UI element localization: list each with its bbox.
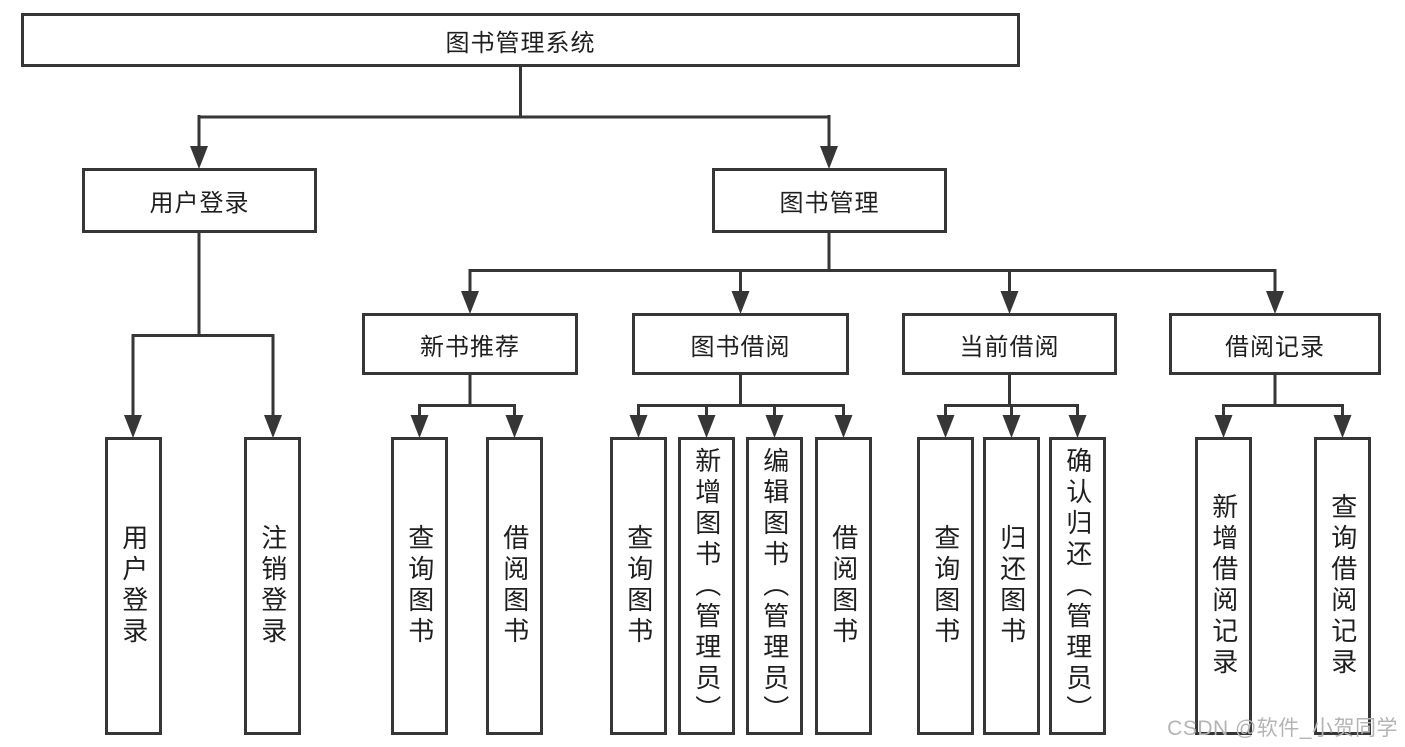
leaf-return-books: 归还图书 (983, 437, 1040, 735)
leaf-query-books-borrow: 查询图书 (610, 437, 667, 735)
node-current-borrow: 当前借阅 (902, 313, 1117, 375)
node-label: 图书借阅 (690, 333, 791, 361)
leaf-user-login: 用户登录 (105, 437, 162, 735)
node-label: 当前借阅 (959, 333, 1060, 361)
node-label: 用户登录 (118, 524, 149, 648)
node-user-login: 用户登录 (82, 168, 317, 233)
node-label: 查询图书 (404, 524, 435, 648)
watermark-text: CSDN @软件_小贺同学 (1167, 717, 1398, 740)
leaf-borrow-books-recommend: 借阅图书 (486, 437, 543, 735)
node-label: 查询图书 (930, 524, 961, 648)
leaf-borrow-books-borrow: 借阅图书 (815, 437, 872, 735)
leaf-logout: 注销登录 (244, 437, 301, 735)
node-label: 注销登录 (257, 524, 288, 648)
node-label: 查询图书 (623, 524, 654, 648)
leaf-query-books-recommend: 查询图书 (391, 437, 448, 735)
leaf-confirm-return-admin: 确认归还（管理员） (1049, 437, 1106, 735)
node-label: 新书推荐 (420, 333, 520, 361)
node-borrow-records: 借阅记录 (1169, 313, 1381, 375)
node-label: 借阅图书 (828, 524, 859, 648)
node-new-book-recommend: 新书推荐 (362, 313, 578, 375)
leaf-query-books-current: 查询图书 (917, 437, 974, 735)
leaf-query-borrow-record: 查询借阅记录 (1314, 437, 1371, 735)
leaf-add-borrow-record: 新增借阅记录 (1195, 437, 1252, 735)
leaf-edit-book-admin: 编辑图书（管理员） (746, 437, 803, 735)
node-label: 图书管理系统 (445, 29, 596, 57)
node-label: 新增图书（管理员） (691, 446, 722, 726)
leaf-add-book-admin: 新增图书（管理员） (678, 437, 735, 735)
node-label: 归还图书 (996, 524, 1027, 648)
node-library-system: 图书管理系统 (21, 13, 1020, 67)
node-label: 用户登录 (149, 190, 250, 217)
node-label: 确认归还（管理员） (1062, 446, 1093, 726)
node-label: 查询借阅记录 (1327, 493, 1358, 679)
node-label: 图书管理 (779, 190, 880, 217)
node-label: 借阅图书 (499, 524, 530, 648)
node-label: 新增借阅记录 (1208, 493, 1239, 679)
node-label: 借阅记录 (1225, 333, 1325, 361)
node-book-management: 图书管理 (712, 168, 947, 233)
node-book-borrow: 图书借阅 (632, 313, 849, 375)
node-label: 编辑图书（管理员） (759, 446, 790, 726)
